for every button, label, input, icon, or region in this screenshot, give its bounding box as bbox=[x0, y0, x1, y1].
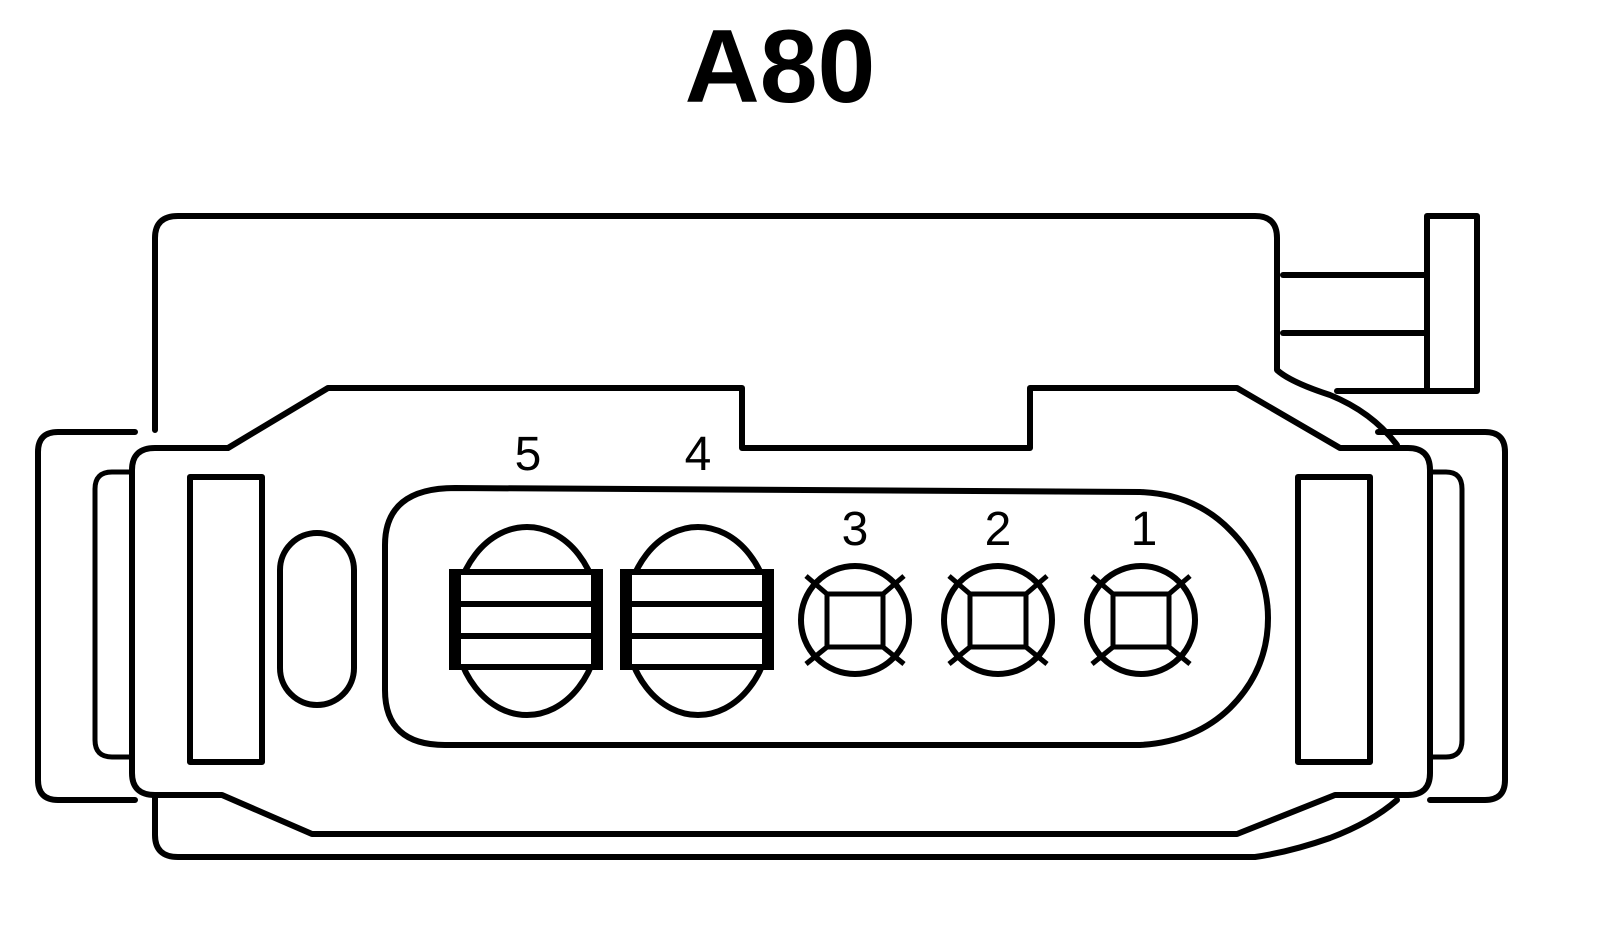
pin-3 bbox=[798, 563, 912, 677]
right-flange bbox=[1375, 429, 1508, 803]
pin-2 bbox=[941, 563, 1055, 677]
outer-housing bbox=[152, 213, 1400, 860]
pin-2-label: 2 bbox=[985, 503, 1012, 556]
connector-title: A80 bbox=[685, 9, 876, 125]
left-flange bbox=[35, 429, 138, 803]
left-latch-slot bbox=[187, 474, 265, 765]
pin-5 bbox=[449, 524, 603, 718]
pin-1 bbox=[1084, 563, 1198, 677]
polarization-key bbox=[277, 530, 357, 708]
locking-latch bbox=[1280, 213, 1480, 394]
left-flange-inner bbox=[92, 469, 130, 760]
right-flange-inner bbox=[1432, 469, 1465, 760]
terminal-cavity bbox=[382, 485, 1271, 748]
pin-5-label: 5 bbox=[515, 428, 542, 481]
pin-1-label: 1 bbox=[1131, 503, 1158, 556]
right-latch-slot bbox=[1295, 474, 1373, 765]
pin-4 bbox=[620, 524, 774, 718]
front-face bbox=[129, 385, 1433, 837]
pin-3-label: 3 bbox=[842, 503, 869, 556]
pin-4-label: 4 bbox=[685, 428, 712, 481]
